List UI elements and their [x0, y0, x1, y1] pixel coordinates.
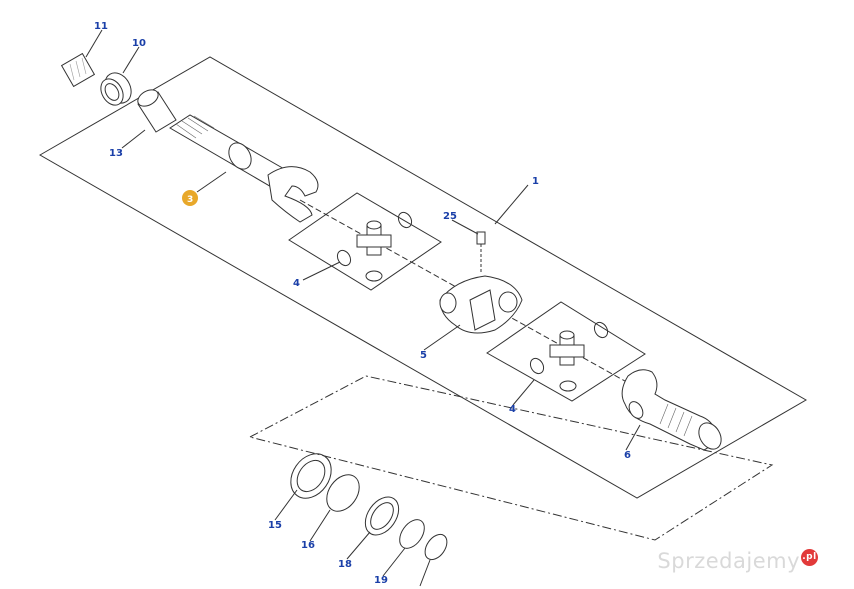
bearing-cup-part [100, 72, 132, 106]
callout-15: 15 [268, 520, 282, 531]
callout-5: 5 [420, 350, 427, 361]
callout-13: 13 [109, 148, 123, 159]
callout-16: 16 [301, 540, 315, 551]
splined-shaft-part [169, 114, 301, 193]
callout-18: 18 [338, 559, 352, 570]
seal-kit-outline [248, 375, 774, 541]
callout-25: 25 [443, 211, 457, 222]
leader-lines [85, 29, 641, 587]
callout-3: 3 [187, 195, 193, 205]
cross-seals [336, 211, 609, 392]
callout-11: 11 [94, 21, 108, 32]
callout-4-right: 4 [509, 404, 516, 415]
callout-10: 10 [132, 38, 146, 49]
watermark-text: Sprzedajemy [657, 549, 800, 573]
callout-6: 6 [624, 450, 631, 461]
callout-1: 1 [532, 176, 539, 187]
watermark: Sprzedajemy.pl [657, 549, 818, 573]
ring-20 [424, 533, 448, 561]
cross-right-part [549, 330, 585, 366]
sleeve-part [137, 89, 177, 133]
slip-yoke-part [621, 369, 722, 451]
callout-4-left: 4 [293, 278, 300, 289]
yoke-left-part [267, 166, 319, 223]
ring-19 [399, 519, 425, 549]
cross-kit-box-right [486, 301, 646, 402]
grease-nipple-part [476, 231, 486, 272]
seal-kit-parts [290, 453, 448, 561]
ring-16 [326, 474, 360, 512]
center-yoke-part [439, 275, 523, 334]
cross-kit-box-left [288, 192, 442, 291]
needle-bearing-part [60, 52, 96, 88]
seal-18 [364, 496, 400, 536]
cross-left-part [356, 220, 392, 256]
callout-3-badge [182, 190, 198, 206]
callout-19: 19 [374, 575, 388, 586]
watermark-badge: .pl [801, 549, 818, 566]
seal-15 [290, 453, 332, 499]
